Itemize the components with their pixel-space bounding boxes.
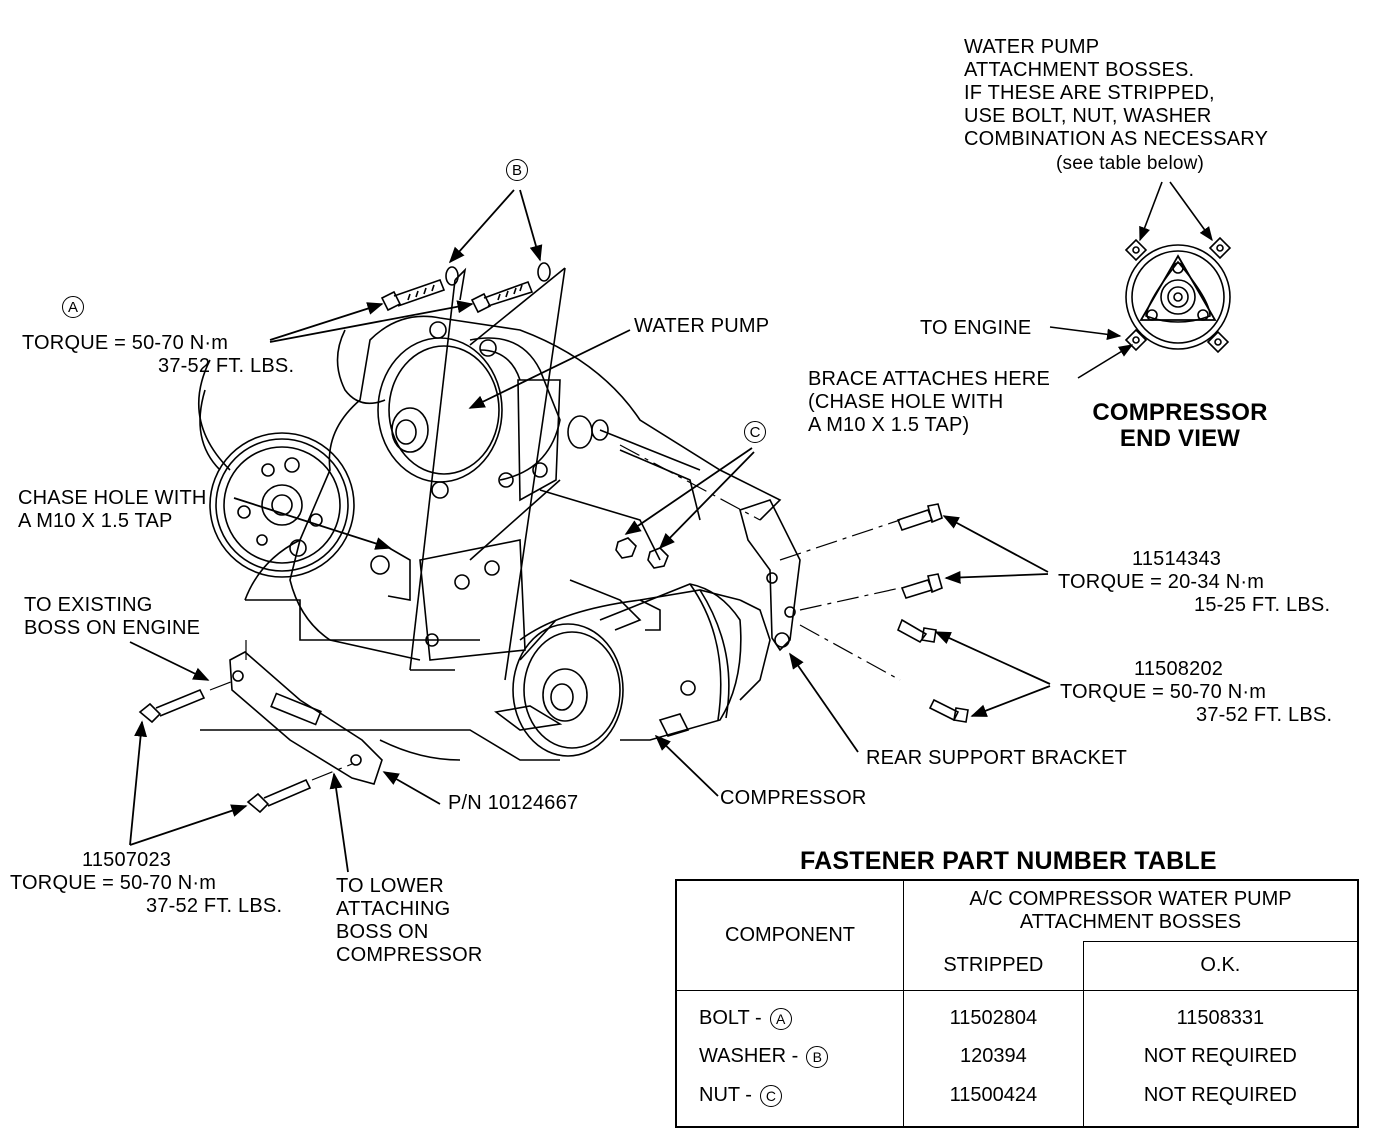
chase-hole-line: CHASE HOLE WITH xyxy=(18,487,207,509)
compressor-end-view xyxy=(1124,236,1232,354)
lower-boss-line: COMPRESSOR xyxy=(336,944,483,966)
part-number: 11508202 xyxy=(1134,658,1224,680)
stripped-value: 120394 xyxy=(903,1037,1084,1076)
callout-b-marker: B xyxy=(506,159,528,181)
callout-marker: C xyxy=(759,1085,782,1108)
torque-line: TORQUE = 50-70 N·m xyxy=(1060,681,1267,703)
crank-pulley xyxy=(209,432,355,578)
part-11508202-label: 11508202 TORQUE = 50-70 N·m 37-52 FT. LB… xyxy=(1060,658,1332,727)
lower-bolts xyxy=(138,688,312,814)
torque-line: 37-52 FT. LBS. xyxy=(158,355,295,377)
water-pump-label: WATER PUMP xyxy=(634,315,770,337)
stripped-value: 11500424 xyxy=(903,1075,1084,1127)
component-name: WASHER - xyxy=(699,1045,799,1068)
to-engine-label: TO ENGINE xyxy=(920,317,1032,339)
callout-a-marker: A xyxy=(62,296,84,318)
part-number: 11507023 xyxy=(82,849,172,871)
bolts-top xyxy=(380,262,551,314)
ok-value: NOT REQUIRED xyxy=(1082,1075,1359,1127)
callout-c-marker: C xyxy=(744,421,766,443)
torque-line: TORQUE = 20-34 N·m xyxy=(1058,571,1265,593)
pump-note-line: USE BOLT, NUT, WASHER xyxy=(964,105,1212,127)
lower-boss-label: TO LOWER ATTACHING BOSS ON COMPRESSOR xyxy=(336,875,482,967)
group-header-line: A/C COMPRESSOR WATER PUMP xyxy=(969,887,1292,910)
brace-note-line: (CHASE HOLE WITH xyxy=(808,391,1004,413)
torque-line: TORQUE = 50-70 N·m xyxy=(22,332,229,354)
existing-boss-label: TO EXISTING BOSS ON ENGINE xyxy=(24,594,200,640)
pump-note-line: COMBINATION AS NECESSARY xyxy=(964,128,1269,150)
compressor-label: COMPRESSOR xyxy=(720,787,867,809)
compressor-body xyxy=(494,579,771,757)
component-header: COMPONENT xyxy=(675,879,904,991)
group-header: A/C COMPRESSOR WATER PUMP ATTACHMENT BOS… xyxy=(903,879,1359,942)
brace-note-line: BRACE ATTACHES HERE xyxy=(808,368,1050,390)
see-table-note: (see table below) xyxy=(1056,153,1205,174)
part-number: 11514343 xyxy=(1132,548,1222,570)
torque-a-label: TORQUE = 50-70 N·m 37-52 FT. LBS. xyxy=(22,332,294,378)
torque-line: TORQUE = 50-70 N·m xyxy=(10,872,217,894)
end-view-title: COMPRESSOR END VIEW xyxy=(1080,400,1280,452)
group-header-line: ATTACHMENT BOSSES xyxy=(1019,910,1242,933)
existing-boss-line: TO EXISTING xyxy=(24,594,153,616)
component-name: NUT - xyxy=(699,1084,752,1107)
torque-line: 15-25 FT. LBS. xyxy=(1194,594,1331,616)
end-view-title-line: END VIEW xyxy=(1119,425,1241,452)
engine-block xyxy=(198,315,782,761)
chase-hole-label: CHASE HOLE WITH A M10 X 1.5 TAP xyxy=(18,487,207,533)
table-row-component: WASHER - B xyxy=(675,1037,904,1076)
brace-note: BRACE ATTACHES HERE (CHASE HOLE WITH A M… xyxy=(808,368,1050,437)
rear-support-bracket-label: REAR SUPPORT BRACKET xyxy=(866,747,1128,769)
pump-note-line: WATER PUMP xyxy=(964,36,1100,58)
pump-note-line: ATTACHMENT BOSSES. xyxy=(964,59,1195,81)
rear-support-bracket xyxy=(739,499,801,652)
existing-boss-line: BOSS ON ENGINE xyxy=(24,617,201,639)
part-number-label: P/N 10124667 xyxy=(448,792,579,814)
ok-value: NOT REQUIRED xyxy=(1082,1037,1359,1076)
stripped-value: 11502804 xyxy=(903,990,1084,1038)
lower-boss-line: ATTACHING xyxy=(336,898,451,920)
brace-note-line: A M10 X 1.5 TAP) xyxy=(808,414,970,436)
part-11514343-label: 11514343 TORQUE = 20-34 N·m 15-25 FT. LB… xyxy=(1058,548,1330,617)
chase-hole-line: A M10 X 1.5 TAP xyxy=(18,510,173,532)
torque-line: 37-52 FT. LBS. xyxy=(146,895,283,917)
callout-marker: A xyxy=(769,1008,792,1031)
torque-line: 37-52 FT. LBS. xyxy=(1196,704,1333,726)
table-row-component: NUT - C xyxy=(675,1075,904,1127)
component-name: BOLT - xyxy=(699,1007,762,1030)
ok-header: O.K. xyxy=(1082,940,1359,991)
pump-boss-note: WATER PUMP ATTACHMENT BOSSES. IF THESE A… xyxy=(964,36,1268,151)
end-view-title-line: COMPRESSOR xyxy=(1092,399,1268,426)
front-bracket xyxy=(370,539,526,661)
table-title: FASTENER PART NUMBER TABLE xyxy=(800,847,1217,875)
table-row-component: BOLT - A xyxy=(675,990,904,1038)
lower-boss-line: BOSS ON xyxy=(336,921,429,943)
ok-value: 11508331 xyxy=(1082,990,1359,1038)
water-pump xyxy=(377,321,609,502)
lower-brace xyxy=(229,651,383,785)
callout-marker: B xyxy=(806,1045,829,1068)
fastener-table: COMPONENT A/C COMPRESSOR WATER PUMP ATTA… xyxy=(675,879,1359,1128)
pump-note-line: IF THESE ARE STRIPPED, xyxy=(964,82,1215,104)
rear-bolts xyxy=(896,503,969,723)
part-11507023-label: 11507023 TORQUE = 50-70 N·m 37-52 FT. LB… xyxy=(10,849,282,918)
lower-boss-line: TO LOWER xyxy=(336,875,444,897)
stripped-header: STRIPPED xyxy=(903,941,1084,991)
